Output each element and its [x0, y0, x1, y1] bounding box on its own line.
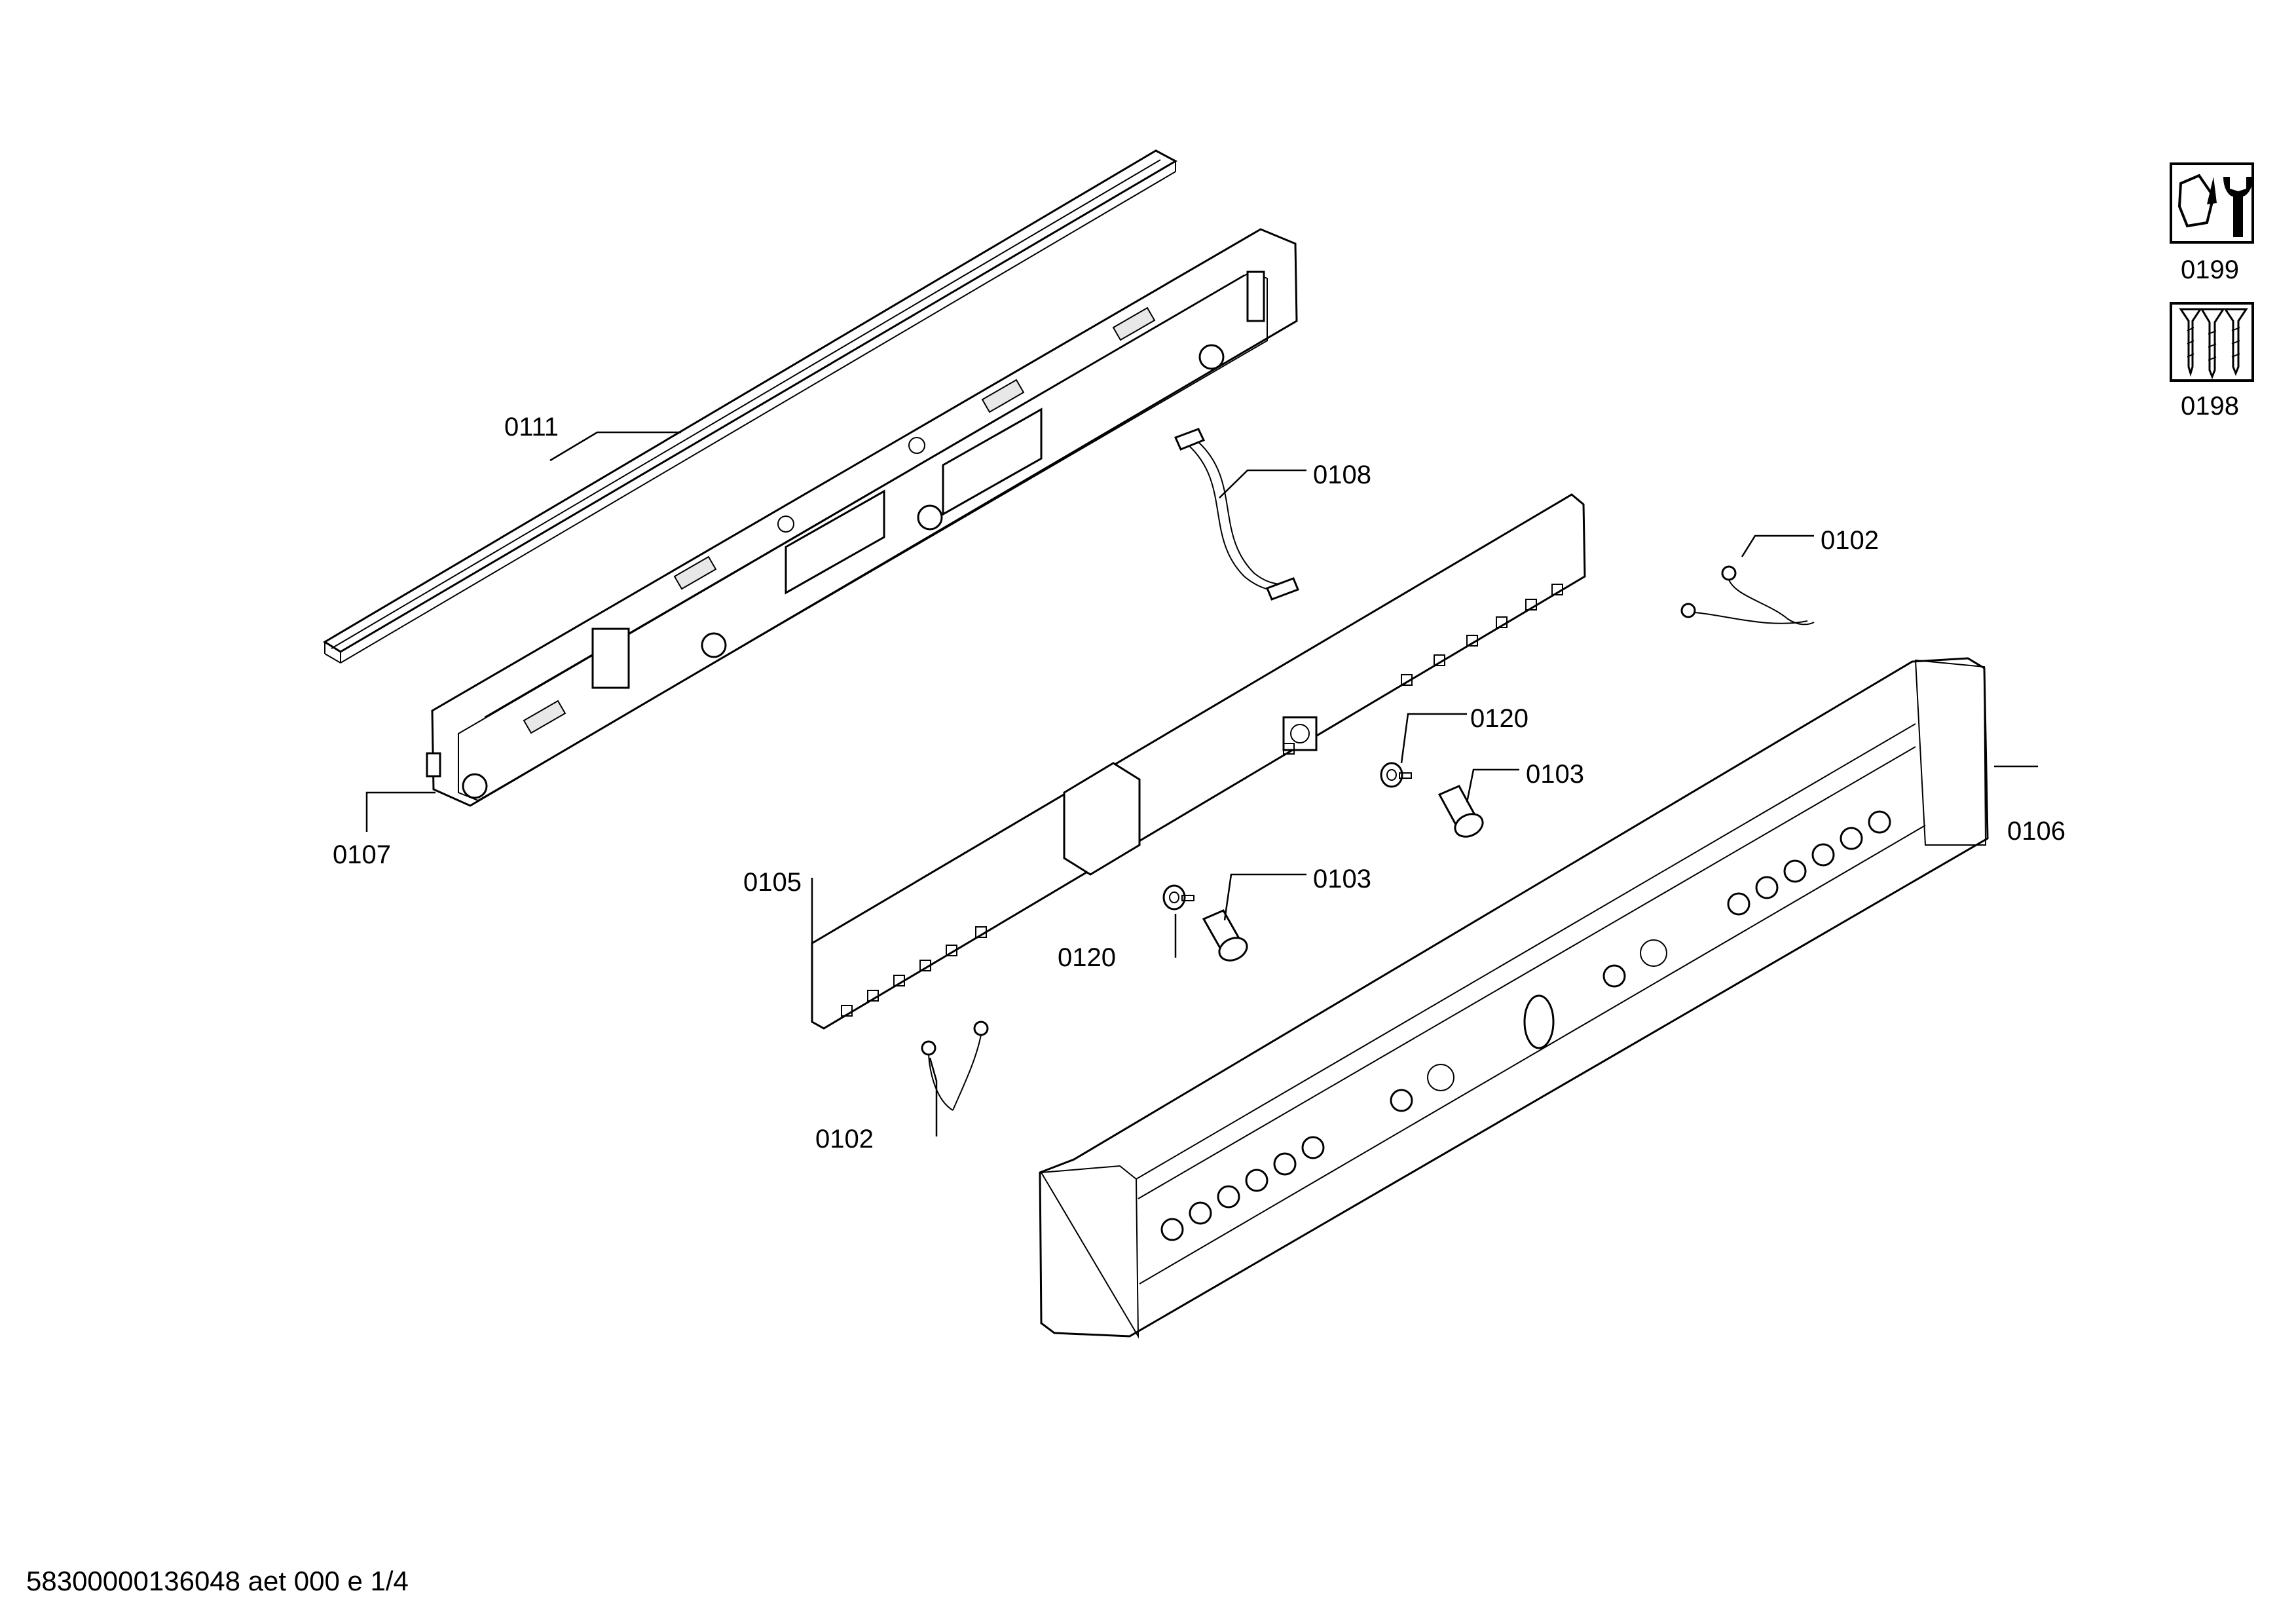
board-buttons	[841, 584, 1563, 1017]
rear-frame-part	[426, 228, 1298, 807]
callout-0102-top: 0102	[1821, 526, 1879, 555]
callout-0107: 0107	[333, 840, 391, 869]
tools-icon	[2170, 162, 2254, 244]
callout-0108: 0108	[1313, 460, 1371, 489]
wire-connector-top-part	[1680, 565, 1815, 626]
callout-0103-lower: 0103	[1313, 865, 1371, 893]
callout-0120-upper: 0120	[1470, 704, 1528, 733]
knob-shaft-upper-part	[1380, 762, 1412, 788]
ribbon-cable-part	[1174, 428, 1299, 601]
callout-0105: 0105	[743, 868, 802, 897]
front-panel-knob	[1523, 994, 1555, 1049]
knob-shaft-lower-part	[1162, 884, 1194, 910]
legend: 0199 0198	[2170, 162, 2254, 421]
document-footer: 58300000136048 aet 000 e 1/4	[26, 1566, 409, 1596]
callout-0111: 0111	[504, 413, 559, 441]
front-panel-part	[1039, 657, 1989, 1339]
callout-0102-bottom: 0102	[815, 1125, 874, 1154]
callout-0103-upper: 0103	[1526, 760, 1584, 789]
callout-0120-lower: 0120	[1058, 943, 1116, 972]
wire-connector-bottom-part	[921, 1021, 989, 1111]
circuit-board-part	[811, 493, 1586, 1030]
screws-icon	[2170, 302, 2254, 382]
knob-cap-upper-part	[1437, 785, 1484, 838]
callout-labels: 0111 0108 0102 0120 0103 0106 0107 0105 …	[333, 413, 2065, 1154]
legend-0199-label: 0199	[2181, 255, 2239, 284]
front-panel-buttons	[1160, 810, 1891, 1241]
callout-0106: 0106	[2007, 817, 2065, 846]
legend-0198-label: 0198	[2181, 392, 2239, 421]
leader-lines	[365, 431, 2038, 1136]
trim-strip-part	[323, 149, 1178, 664]
knob-cap-lower-part	[1202, 909, 1248, 962]
